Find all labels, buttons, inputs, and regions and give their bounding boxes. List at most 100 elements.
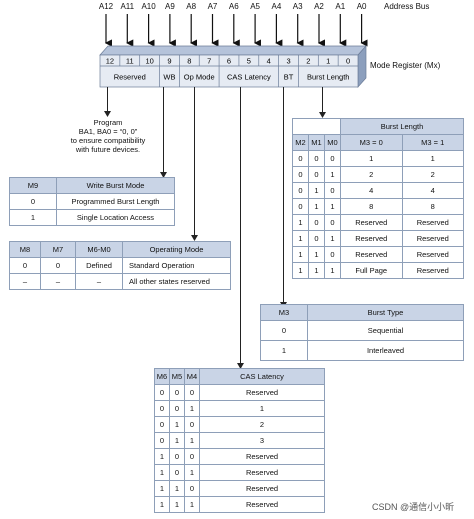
table-cell: 1 (169, 496, 185, 513)
register-bit-label: 1 (326, 57, 330, 66)
table-cell: – (40, 273, 76, 290)
table-cell: 1 (154, 448, 170, 465)
register-bit-label: 12 (106, 57, 114, 66)
table-cell: Defined (75, 257, 123, 274)
table-row: 0 0 Defined Standard Operation (9, 257, 231, 274)
table-header: M8 (9, 241, 41, 258)
connector-bt (283, 87, 284, 305)
table-header: M6 (154, 368, 170, 385)
table-cell: 0 (184, 480, 200, 497)
table-cell: 4 (401, 182, 464, 199)
table-row: 1 Interleaved (260, 340, 464, 361)
table-cell: Single Location Access (56, 209, 175, 226)
table-cell: Full Page (340, 262, 403, 279)
address-pin-label: A10 (141, 2, 156, 11)
table-cell: 0 (169, 464, 185, 481)
address-bus-label: Address Bus (384, 2, 430, 11)
table-row: 1 Single Location Access (9, 209, 175, 226)
address-pin-label: A5 (250, 2, 260, 11)
table-cell: 1 (324, 166, 341, 183)
program-note: Program BA1, BA0 = “0, 0” to ensure comp… (60, 118, 156, 154)
address-pin-label: A0 (356, 2, 367, 11)
table-cell: 1 (401, 150, 464, 167)
register-bit-label: 8 (187, 57, 191, 66)
table-header: M3 (260, 304, 308, 321)
table-cell: 2 (199, 416, 325, 433)
table-cell: 0 (169, 400, 185, 417)
connector-burst-length (322, 87, 323, 115)
address-bus-arrows (104, 14, 368, 47)
table-cell: 1 (340, 150, 403, 167)
table-cell: 1 (154, 496, 170, 513)
table-header: M0 (324, 134, 341, 151)
table-cell: 0 (308, 214, 325, 231)
table-cell: 1 (184, 432, 200, 449)
table-header: Write Burst Mode (56, 177, 175, 194)
address-pin-label: A11 (120, 2, 135, 11)
connector-wb (163, 87, 164, 175)
table-cell: 0 (154, 432, 170, 449)
register-field-label: CAS Latency (227, 73, 271, 82)
table-header: M9 (9, 177, 57, 194)
table-cell: Reserved (401, 230, 464, 247)
table-cell: 1 (184, 496, 200, 513)
table-cell: 0 (292, 198, 309, 215)
table-cell: 2 (401, 166, 464, 183)
table-header: M3 = 0 (340, 134, 403, 151)
table-cell: Interleaved (307, 340, 464, 361)
table-cell: 1 (324, 262, 341, 279)
address-pin-label: A1 (335, 2, 346, 11)
table-header: M4 (184, 368, 200, 385)
table-cell: 3 (199, 432, 325, 449)
table-header: M1 (308, 134, 325, 151)
register-bit-label: 0 (346, 57, 350, 66)
watermark: CSDN @通信小小昕 (372, 502, 455, 512)
table-cell: 0 (308, 166, 325, 183)
table-cell: Standard Operation (122, 257, 231, 274)
write-burst-mode-table: M9 Write Burst Mode 0 Programmed Burst L… (9, 177, 175, 226)
table-cell: 0 (308, 230, 325, 247)
table-cell: Reserved (199, 384, 325, 401)
table-header: Operating Mode (122, 241, 231, 258)
table-cell: 1 (169, 480, 185, 497)
table-cell: 0 (184, 416, 200, 433)
table-cell: – (75, 273, 123, 290)
register-bit-label: 5 (247, 57, 251, 66)
table-cell: 0 (169, 448, 185, 465)
table-cell: 1 (324, 198, 341, 215)
table-cell: 1 (292, 214, 309, 231)
table-cell: 0 (260, 320, 308, 341)
table-cell: Sequential (307, 320, 464, 341)
table-cell: 1 (184, 464, 200, 481)
table-cell: 0 (184, 384, 200, 401)
table-cell: 8 (401, 198, 464, 215)
table-cell: 1 (308, 262, 325, 279)
table-row: 0 Programmed Burst Length (9, 193, 175, 210)
register-field-label: Burst Length (307, 73, 350, 82)
table-cell: 0 (154, 416, 170, 433)
table-cell: 1 (169, 432, 185, 449)
register-field-label: Reserved (114, 73, 146, 82)
register-bit-label: 3 (286, 57, 290, 66)
table-cell: 0 (292, 166, 309, 183)
table-header: M2 (292, 134, 309, 151)
table-cell: 4 (340, 182, 403, 199)
connector-opmode (194, 87, 195, 238)
table-cell: Reserved (401, 246, 464, 263)
address-pin-label: A2 (314, 2, 324, 11)
table-cell: 0 (9, 257, 41, 274)
table-cell: 0 (154, 400, 170, 417)
table-cell: 1 (199, 400, 325, 417)
table-cell: 0 (169, 384, 185, 401)
table-cell: 1 (308, 246, 325, 263)
